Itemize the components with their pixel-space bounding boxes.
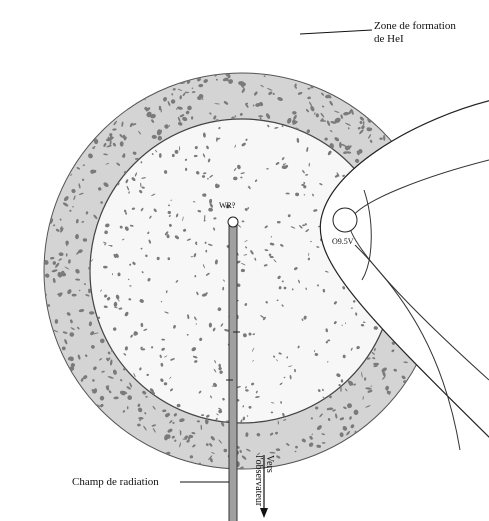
inner-speckle: [179, 146, 180, 151]
observer-word: l'observateur: [253, 455, 264, 506]
zone-label-line1: Zone de formation: [374, 20, 456, 33]
shell-speckle: [205, 419, 209, 425]
wr-star-label: WR?: [219, 201, 235, 210]
shell-speckle: [123, 135, 126, 139]
shell-speckle: [373, 363, 379, 365]
shell-speckle: [223, 449, 227, 453]
shell-speckle: [246, 103, 248, 104]
o-star-circle: [333, 208, 357, 232]
radiation-field-label: Champ de radiation: [72, 476, 159, 489]
inner-speckle: [125, 212, 127, 214]
shell-speckle: [363, 121, 364, 126]
radiation-column: [229, 222, 237, 521]
observer-direction-label: Vers l'observateur: [253, 455, 275, 506]
inner-speckle: [343, 355, 346, 359]
shell-speckle: [127, 406, 129, 409]
inner-speckle: [168, 205, 170, 207]
o-star-label: O9.5V: [332, 237, 354, 246]
wr-star-circle: [228, 217, 238, 227]
zone-label-line2: de HeI: [374, 33, 456, 46]
zone-leader-line: [300, 30, 372, 34]
down-arrow-icon: [260, 508, 268, 518]
vers-word: Vers: [264, 455, 275, 506]
zone-label: Zone de formation de HeI: [374, 20, 456, 46]
